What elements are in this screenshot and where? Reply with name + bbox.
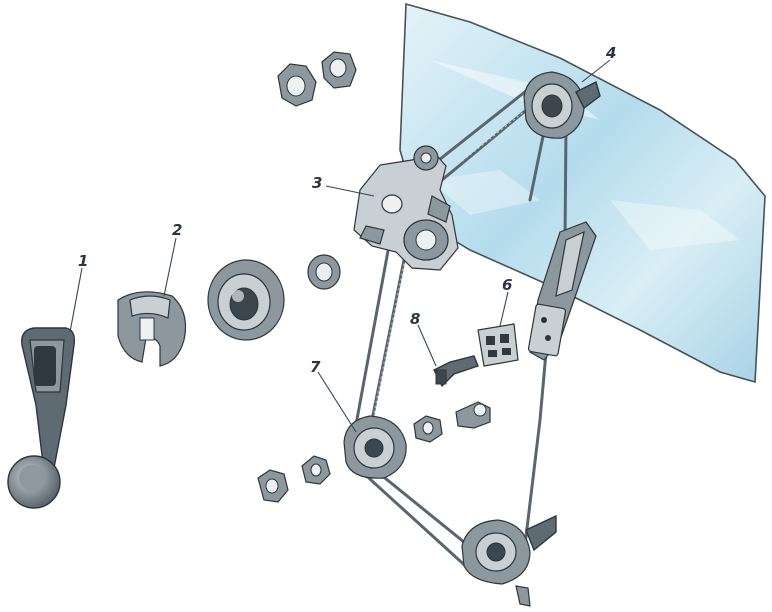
bottom-nut-left bbox=[257, 469, 289, 503]
regulator-drive-mechanism bbox=[353, 145, 459, 271]
door-glass bbox=[399, 2, 766, 384]
glass-holder-bracket bbox=[527, 221, 597, 361]
callout-7: 7 bbox=[310, 358, 321, 376]
cable-clamp bbox=[455, 401, 491, 429]
callout-leaders bbox=[69, 59, 611, 433]
callout-6: 6 bbox=[502, 276, 512, 294]
lower-left-pulley bbox=[343, 415, 407, 479]
callout-3: 3 bbox=[312, 174, 322, 192]
callout-2: 2 bbox=[172, 221, 182, 239]
callout-8: 8 bbox=[410, 310, 420, 328]
upper-pulley bbox=[523, 71, 601, 139]
window-crank-handle bbox=[7, 327, 76, 509]
bottom-nut-right bbox=[301, 455, 331, 485]
callout-1: 1 bbox=[78, 252, 88, 270]
bolt bbox=[433, 355, 479, 388]
small-nut bbox=[413, 415, 443, 443]
mounting-plate bbox=[477, 323, 519, 367]
handle-spacer-clip bbox=[117, 291, 187, 367]
callout-4: 4 bbox=[605, 44, 616, 62]
top-nut-right bbox=[321, 51, 357, 89]
top-nut-left bbox=[277, 63, 317, 107]
escutcheon-rosette bbox=[207, 259, 285, 341]
washer bbox=[307, 254, 341, 290]
callout-labels: 1 2 3 4 6 8 7 bbox=[78, 44, 616, 376]
bottom-pulley bbox=[461, 514, 557, 607]
